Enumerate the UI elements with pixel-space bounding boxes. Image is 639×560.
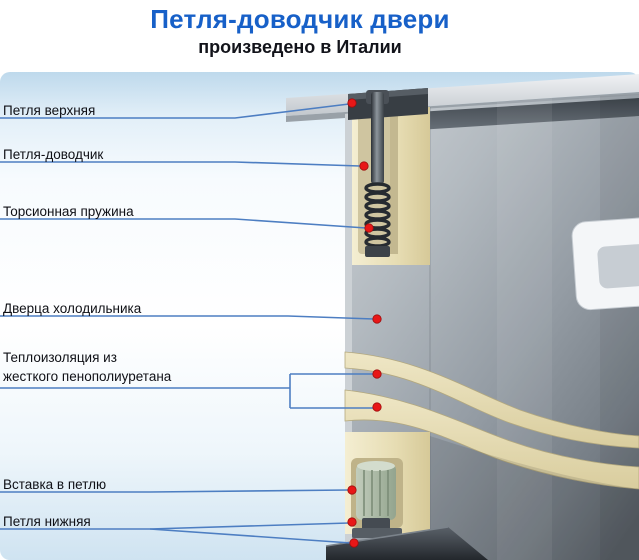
insulation-wave-band [344, 351, 639, 560]
marker-dot [349, 538, 359, 548]
torsion-spring [364, 182, 391, 257]
marker-dot [359, 161, 369, 171]
page-subtitle: произведено в Италии [198, 37, 402, 57]
door-handle-recess [571, 216, 639, 311]
marker-dot [372, 369, 382, 379]
label-lower-hinge: Петля нижняя [3, 514, 91, 529]
marker-dot [364, 223, 374, 233]
marker-dot [347, 517, 357, 527]
label-upper-hinge: Петля верхняя [3, 103, 96, 118]
label-door-closer: Петля-доводчик [3, 147, 104, 162]
label-insulation: Теплоизоляция из жесткого пенополиуретан… [3, 350, 172, 384]
page-title: Петля-доводчик двери [150, 4, 450, 34]
marker-dot [347, 98, 357, 108]
label-hinge-insert: Вставка в петлю [3, 477, 107, 492]
hinge-insert [352, 461, 402, 538]
marker-dots [347, 98, 382, 548]
marker-dot [347, 485, 357, 495]
label-fridge-door: Дверца холодильника [3, 301, 142, 316]
leader-lines [0, 103, 375, 544]
insulation-top-block [352, 107, 430, 265]
marker-dot [372, 402, 382, 412]
header: Петля-доводчик двери произведено в Итали… [0, 0, 600, 58]
marker-dot [372, 314, 382, 324]
label-torsion-spring: Торсионная пружина [3, 204, 134, 219]
closer-rod [366, 90, 389, 184]
